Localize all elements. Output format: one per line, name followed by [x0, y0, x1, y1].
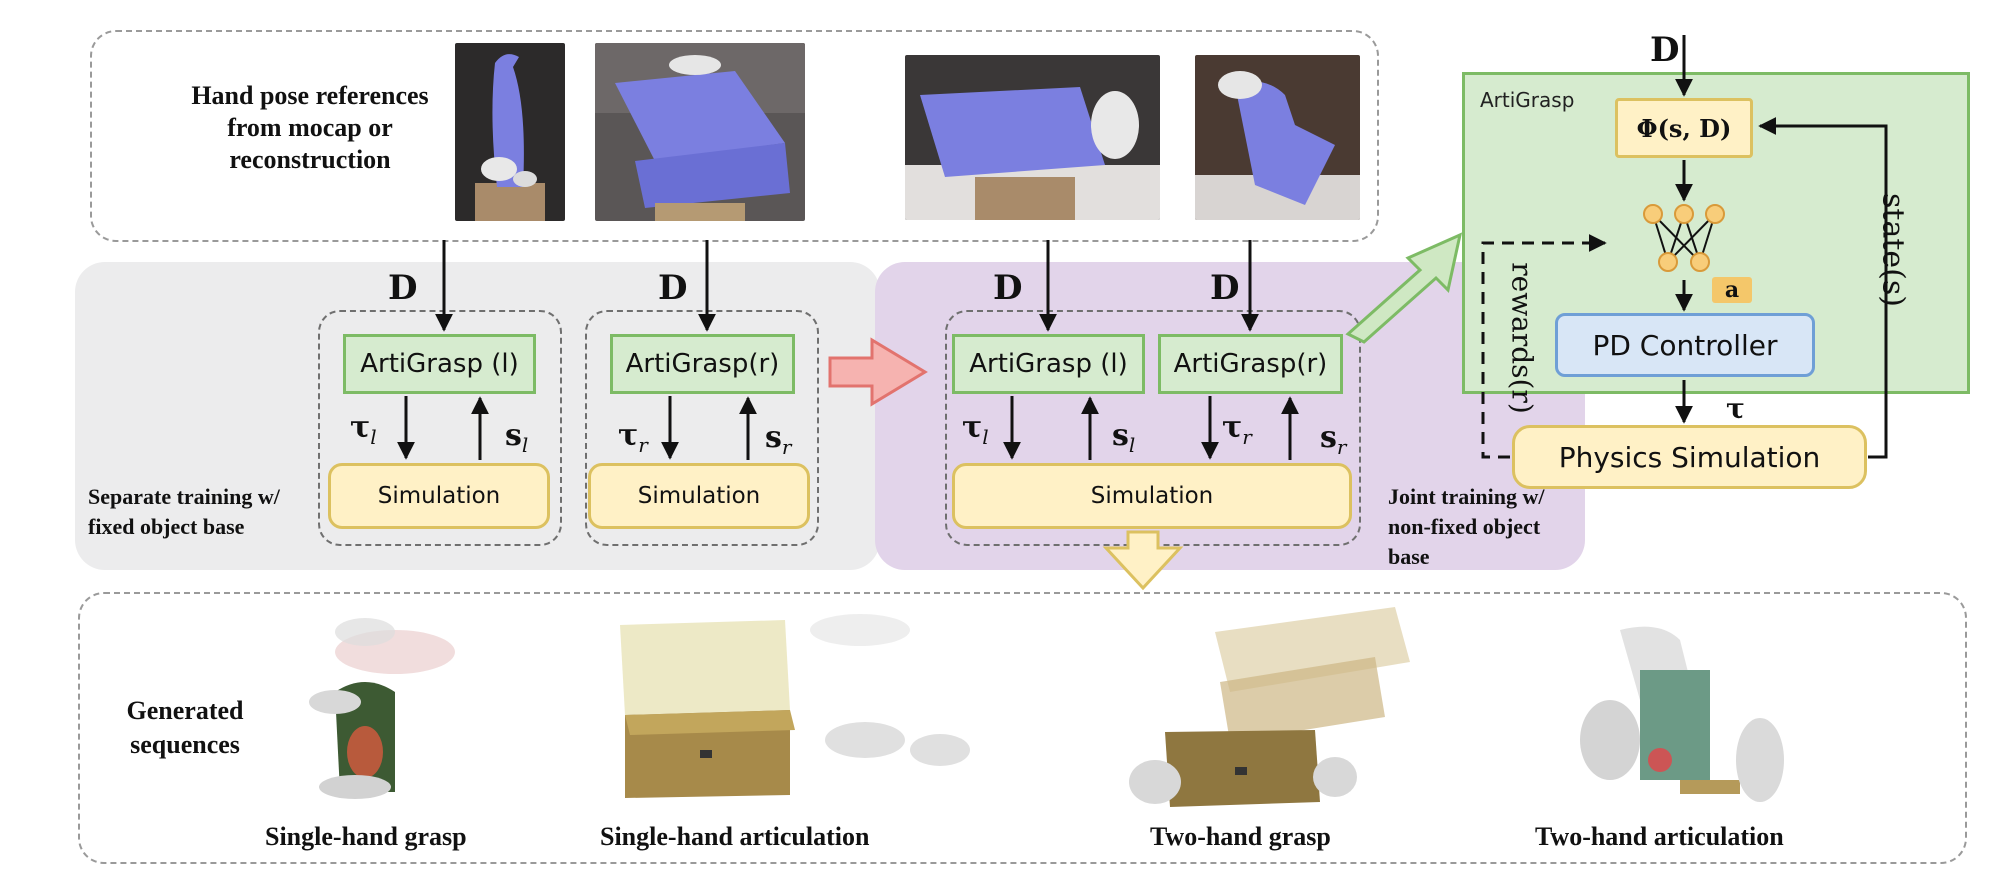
separate-left-group: [318, 310, 562, 546]
action-label: a: [1712, 277, 1752, 303]
reference-caption: Hand pose references from mocap or recon…: [191, 81, 429, 174]
reward-feedback-line: [1481, 234, 1607, 459]
d-symbol-sep-right: D: [658, 268, 688, 308]
separate-right-group: [585, 310, 819, 546]
tau-label: τ: [1726, 392, 1745, 425]
output-arrow: [1102, 530, 1184, 591]
state-feedback-line: [1758, 117, 1888, 459]
zoom-arrow: [1345, 232, 1463, 344]
joint-s-r-label: sr: [1320, 420, 1347, 459]
d-symbol-joint-left: D: [993, 268, 1023, 308]
phi-box: Φ(s, D): [1615, 98, 1753, 158]
sequence-label-3: Two-hand grasp: [1150, 822, 1331, 851]
generated-sequences-panel: [78, 592, 1967, 864]
simulation-left-box: Simulation: [328, 463, 550, 529]
joint-simulation-box: Simulation: [952, 463, 1352, 529]
d-symbol-detail: D: [1650, 30, 1680, 70]
sequence-label-4: Two-hand articulation: [1535, 822, 1784, 851]
generated-caption: Generated sequences: [126, 696, 244, 759]
physics-simulation-box: Physics Simulation: [1512, 425, 1867, 489]
sequence-image-two-hand-articulation: [1560, 610, 1790, 810]
reference-image-box-closed: [905, 55, 1160, 220]
sequence-label-2: Single-hand articulation: [600, 822, 870, 851]
d-symbol-sep-left: D: [388, 268, 418, 308]
sequence-image-single-articulation: [600, 610, 980, 800]
joint-artigrasp-left-box: ArtiGrasp (l): [952, 334, 1145, 394]
reference-image-tool: [1195, 55, 1360, 220]
artigrasp-detail-title: ArtiGrasp: [1480, 88, 1575, 112]
d-symbol-joint-right: D: [1210, 268, 1240, 308]
artigrasp-right-box: ArtiGrasp(r): [610, 334, 795, 394]
policy-network-icon: [1643, 204, 1725, 272]
sequence-image-single-grasp: [295, 602, 465, 812]
reference-image-box-open: [595, 43, 805, 221]
tau-r-label: τr: [618, 418, 648, 457]
separate-training-caption: Separate training w/ fixed object base: [88, 484, 280, 539]
simulation-right-box: Simulation: [588, 463, 810, 529]
joint-s-l-label: sl: [1112, 418, 1136, 457]
pd-controller-box: PD Controller: [1555, 313, 1815, 377]
s-r-label: sr: [765, 420, 792, 459]
reference-panel: [90, 30, 1379, 242]
s-l-label: sl: [505, 418, 529, 457]
artigrasp-left-box: ArtiGrasp (l): [343, 334, 536, 394]
joint-training-caption: Joint training w/ non-fixed object base: [1388, 484, 1545, 569]
transition-arrow: [828, 337, 928, 407]
tau-l-label: τl: [350, 410, 377, 449]
sequence-image-two-hand-grasp: [1125, 602, 1425, 814]
sequence-label-1: Single-hand grasp: [265, 822, 467, 851]
joint-tau-l-label: τl: [962, 410, 989, 449]
joint-tau-r-label: τr: [1222, 410, 1252, 449]
joint-artigrasp-right-box: ArtiGrasp(r): [1158, 334, 1343, 394]
reference-image-bottle: [455, 43, 565, 221]
